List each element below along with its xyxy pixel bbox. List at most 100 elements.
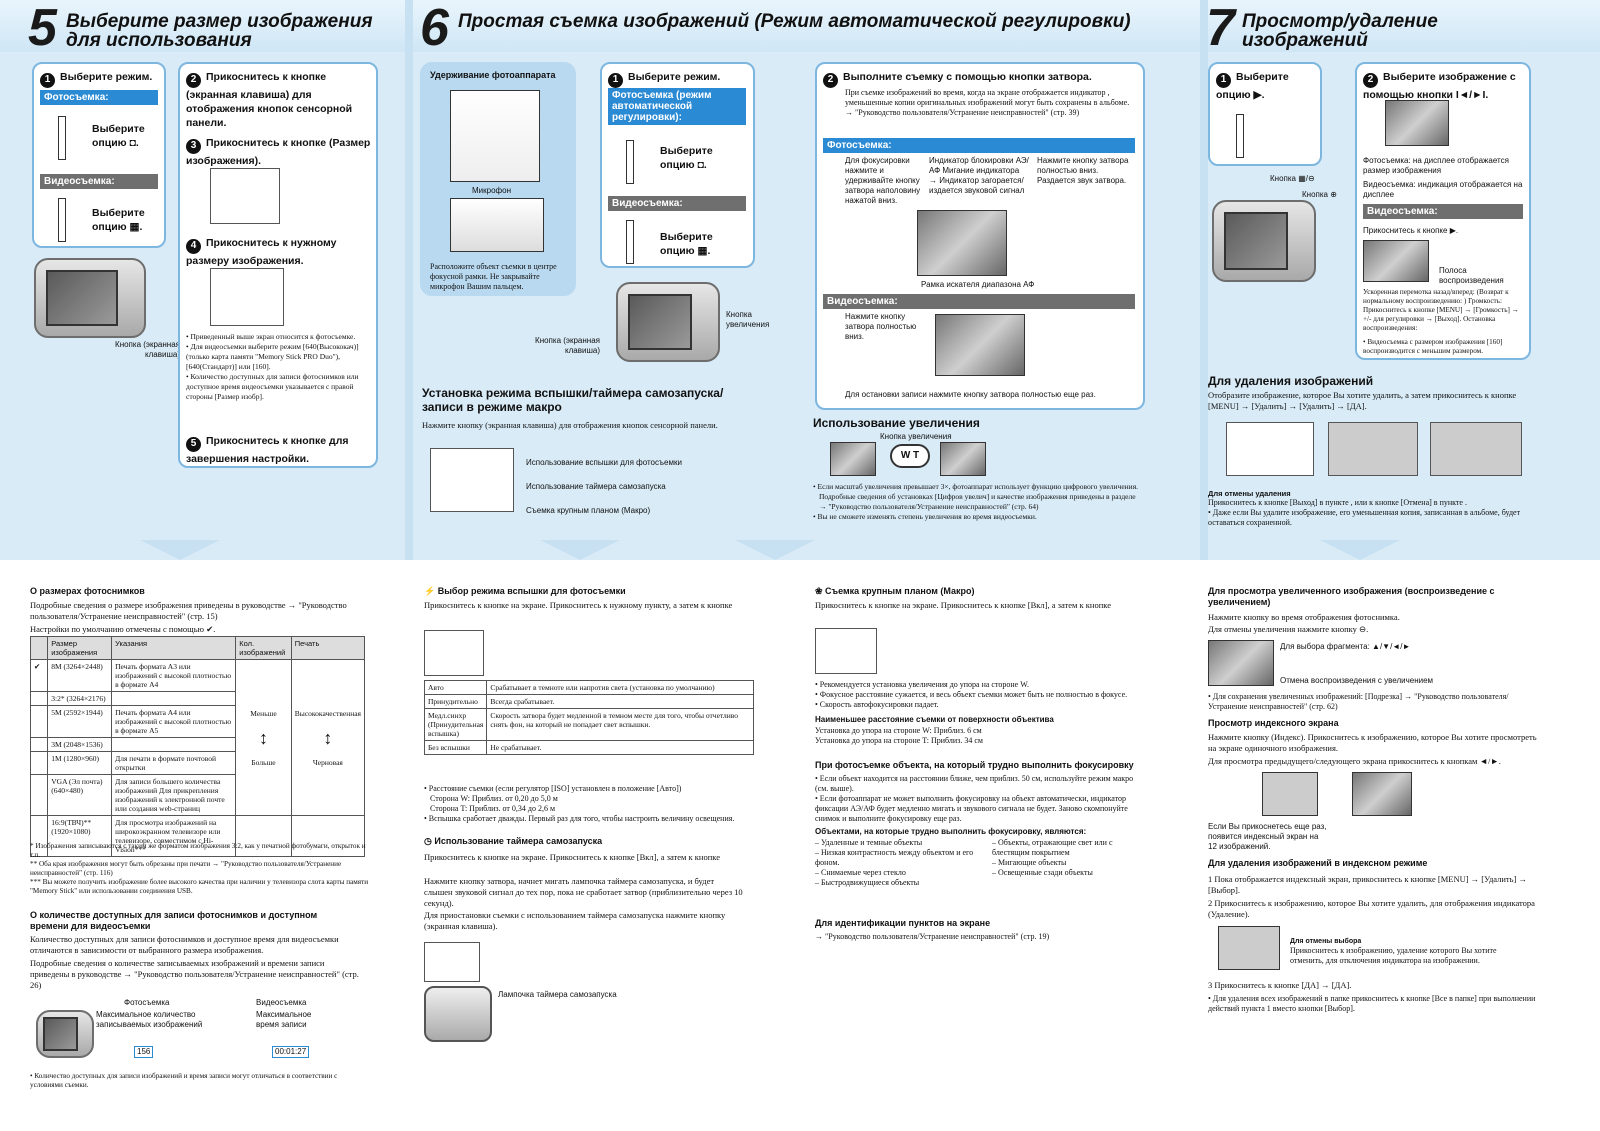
max-time: Максимальное время записи (256, 1010, 312, 1029)
index-delete-heading: Для удаления изображений в индексном реж… (1208, 858, 1428, 868)
section-number: 7 (1206, 0, 1235, 57)
section-number: 6 (420, 0, 449, 57)
hard-list-left: – Удаленные и темные объекты– Низкая кон… (815, 838, 974, 887)
caption: Кнопка (экранная клавиша) (115, 340, 180, 359)
camera-front-illustration (424, 986, 492, 1042)
arrow-down-icon (140, 540, 220, 560)
video-screen (1363, 240, 1429, 282)
arrow-down-icon (540, 540, 620, 560)
section-title: изображений (1242, 30, 1368, 51)
zoom-in-label: Кнопка ⊕ (1302, 190, 1337, 199)
index-screen-single (1352, 772, 1412, 816)
option-text: Выберите опцию ◘. (660, 145, 713, 171)
index-delete-screen (1218, 926, 1280, 970)
header-7 (1208, 0, 1600, 52)
photo-label: Фотосъемка (режим автоматической регулир… (608, 88, 746, 125)
zoom-notes: • Если масштаб увеличения превышает 3×, … (813, 482, 1139, 521)
section-title: для использования (66, 30, 252, 51)
step-bullet: 5 (186, 436, 201, 452)
mode-switch-icon (44, 116, 74, 160)
identify-text: → "Руководство пользователя/Устранение н… (815, 932, 1050, 941)
section-title: Просмотр/удаление (1242, 11, 1438, 32)
arrow-down-icon (1320, 540, 1400, 560)
flash-mode-text: Прикоснитесь к кнопке на экране. Прикосн… (424, 600, 733, 610)
flash-menu-screen (424, 630, 484, 676)
zoom-playback-text: Нажмите кнопку во время отображения фото… (1208, 612, 1400, 622)
photo-label: Фотосъемка: (40, 90, 158, 105)
option-text: Выберите опцию ▦. (92, 207, 145, 233)
more-label: Больше (251, 757, 276, 767)
zoomed-photo (1208, 640, 1274, 686)
hold-card: Удерживание фотоаппарата Микрофон Распол… (420, 62, 576, 296)
camera-illustration (616, 282, 720, 362)
step-bullet: 1 (40, 72, 55, 88)
save-note: • Для сохранения увеличенных изображений… (1208, 692, 1509, 711)
count-text: Количество доступных для записи фотосним… (30, 934, 339, 955)
option-text: Выберите опцию ▦. (660, 231, 713, 257)
index-nav-text: Для просмотра предыдущего/следующего экр… (1208, 756, 1501, 766)
stop-note: Для остановки записи нажмите кнопку затв… (845, 390, 1096, 399)
step-bullet: 1 (1216, 72, 1231, 88)
distance-t: Установка до упора на стороне T: Приблиз… (815, 736, 983, 745)
footnotes: * Изображения записываются с таким же фо… (30, 842, 369, 895)
mode-switch-icon (612, 220, 642, 264)
video-note2: • Видеосъемка с размером изображения [16… (1363, 338, 1503, 355)
step-text: Выберите режим. (628, 71, 721, 83)
hq-label: Высококачественная (294, 708, 361, 718)
index-heading: Просмотр индексного экрана (1208, 718, 1339, 728)
macro-notes: • Рекомендуется установка увеличения до … (815, 680, 1128, 709)
rough-label: Черновая (312, 757, 343, 767)
header-5 (0, 0, 405, 52)
mode-switch-icon (44, 198, 74, 242)
section-title: Выберите размер изображения (66, 11, 373, 32)
delete-heading: Для удаления изображений (1208, 374, 1374, 388)
video-photo (935, 314, 1025, 376)
hold-title: Удерживание фотоаппарата (430, 70, 556, 80)
less-label: Меньше (250, 708, 277, 718)
zoom-cancel-text: Для отмены увеличения нажмите кнопку ⊖. (1208, 624, 1369, 634)
step-bullet: 2 (823, 72, 838, 88)
af-col: Индикатор блокировки АЭ/АФ Мигание индик… (929, 156, 1029, 195)
mic-label: Микрофон (472, 186, 511, 195)
section-number: 5 (28, 0, 57, 57)
timer-label: Использование таймера самозапуска (526, 482, 666, 491)
delete-text: Отобразите изображение, которое Вы хотит… (1208, 390, 1517, 411)
video-bar: Видеосъемка: (823, 294, 1135, 309)
timer-menu-screen (424, 942, 480, 982)
hard-focus-heading: Объектами, на которые трудно выполнить ф… (815, 827, 1087, 836)
timer-text-3: Для приостановки съемки с использованием… (424, 910, 726, 931)
video-text: Видеосъемка: индикация отображается на д… (1363, 180, 1523, 199)
focus-col: Для фокусировки нажмите и удерживайте кн… (845, 156, 921, 205)
timer-heading: ◷ Использование таймера самозапуска (424, 836, 603, 846)
flash-text: Нажмите кнопку (экранная клавиша) для от… (422, 420, 718, 430)
defaults-text: Настройки по умолчанию отмечены с помощь… (30, 624, 216, 634)
index-delete-step1: 1 Пока отображается индексный экран, при… (1208, 874, 1527, 895)
index-screen-6 (1262, 772, 1318, 816)
timer-text: Прикоснитесь к кнопке на экране. Прикосн… (424, 852, 720, 862)
video-notes: Ускоренная перемотка назад/вперед: (Возв… (1363, 288, 1519, 332)
video-press: Нажмите кнопку затвора полностью вниз. (845, 312, 917, 341)
header-6 (413, 0, 1200, 52)
cancel-select-text: Прикоснитесь к изображению, удаление кот… (1290, 946, 1497, 965)
mode-switch-icon (612, 140, 642, 184)
step-bullet: 3 (186, 138, 201, 154)
step-bullet: 2 (186, 72, 201, 88)
zoom-heading: Использование увеличения (813, 416, 980, 430)
macro-menu-screen (815, 628, 877, 674)
step-bullet: 4 (186, 238, 201, 254)
video-touch: Прикоснитесь к кнопке ▶. (1363, 226, 1459, 235)
hold-note: Расположите объект съемки в центре фокус… (430, 262, 557, 291)
arrow-down-icon (735, 540, 815, 560)
count-text-2: Подробные сведения о количестве записыва… (30, 958, 359, 990)
step-text: Выберите опцию (1216, 71, 1289, 101)
cancel-select-heading: Для отмены выбора (1290, 938, 1362, 945)
macro-text: Прикоснитесь к кнопке на экране. Прикосн… (815, 600, 1111, 610)
size-menu-screen (210, 268, 284, 326)
touch-panel-screen (430, 448, 514, 512)
flash-heading: Установка режима вспышки/таймера самозап… (422, 386, 724, 414)
